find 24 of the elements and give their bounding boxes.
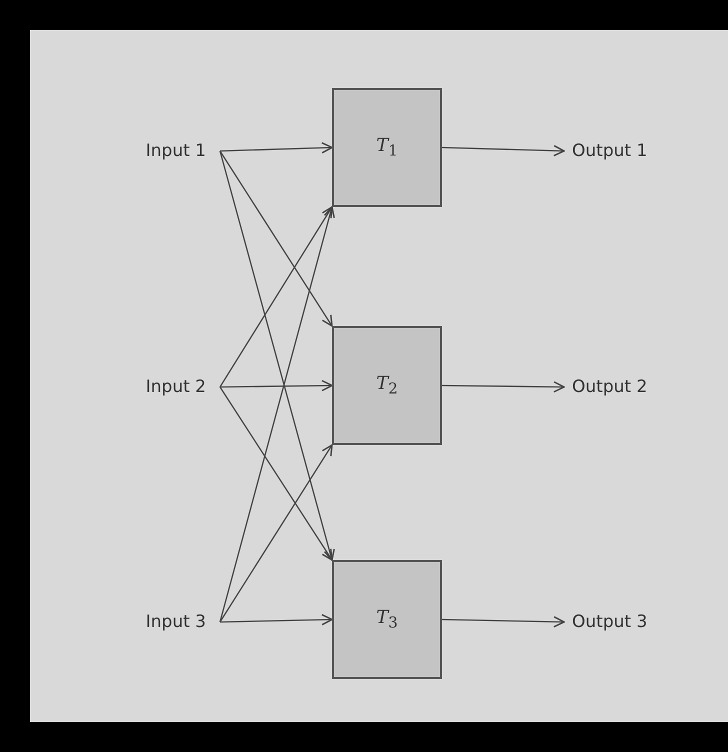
transfer-label: T$_{1}$ [376,135,398,160]
arrow [220,142,333,154]
arrow [219,206,335,622]
input-label: Input 2 [146,377,206,397]
process-box [332,88,442,207]
output-label: Output 3 [572,612,648,632]
arrow [219,444,333,622]
process-box [332,560,442,679]
arrow [442,616,565,628]
transfer-label: T$_{3}$ [376,607,398,632]
arrow [220,380,333,392]
arrow [219,386,333,561]
arrow [219,150,335,561]
input-label: Input 3 [146,612,206,632]
transfer-label: T$_{2}$ [376,373,398,398]
arrow [219,206,333,388]
arrow [219,150,333,327]
output-label: Output 1 [572,141,648,161]
input-label: Input 1 [146,141,206,161]
arrow [442,144,565,156]
arrow [220,614,333,626]
output-label: Output 2 [572,377,648,397]
process-box [332,326,442,445]
arrow [442,381,565,393]
